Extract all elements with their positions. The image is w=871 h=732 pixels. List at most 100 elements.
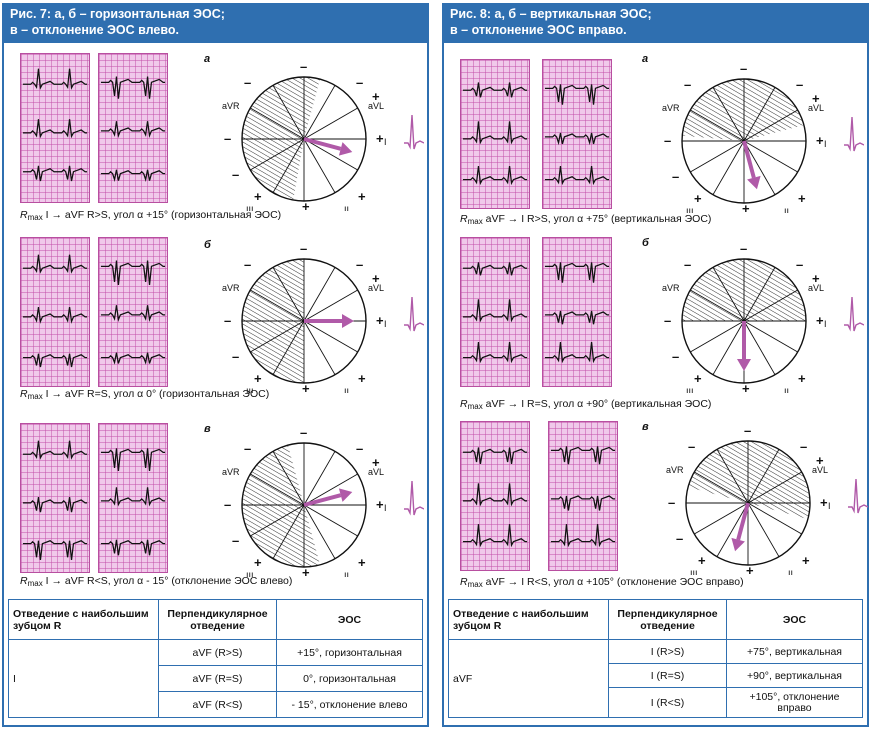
caption-r: R bbox=[460, 213, 468, 225]
lead-label: aVL bbox=[808, 103, 824, 113]
caption-a: Rmax I → aVF R>S, угол α +15° (горизонта… bbox=[20, 209, 281, 222]
table-header-row: Отведение с наибольшим зубцом R Перпенди… bbox=[448, 599, 863, 640]
ecg-waveform bbox=[100, 169, 166, 182]
axis-spoke bbox=[716, 449, 749, 504]
table-row: I (R=S) +90°, вертикальная bbox=[449, 663, 863, 688]
ecg-trace bbox=[100, 260, 166, 365]
axis-arrow-head bbox=[342, 314, 354, 328]
lead-label: II bbox=[788, 569, 793, 575]
subfigure-letter-b: б bbox=[204, 239, 211, 251]
ecg-waveform bbox=[100, 305, 166, 322]
polarity-mark: + bbox=[812, 271, 820, 286]
axis-wheel-a: aVRaVLIIIIIIaVF+–+++––––+ bbox=[214, 61, 424, 211]
axis-arrow-head bbox=[747, 175, 761, 190]
table-header: Отведение с наибольшим зубцом R bbox=[8, 599, 159, 640]
polarity-mark: + bbox=[698, 553, 706, 568]
caption-c: Rmax I → aVF R<S, угол α - 15° (отклонен… bbox=[20, 575, 292, 588]
ecg-strip-limb bbox=[460, 237, 530, 387]
lead-label: II bbox=[344, 205, 349, 211]
caption-text: aVF → I R=S, угол α +90° (вертикальная Э… bbox=[482, 398, 712, 410]
axis-spoke bbox=[747, 449, 780, 504]
caption-r: R bbox=[460, 398, 468, 410]
ecg-trace bbox=[100, 448, 166, 556]
ecg-trace bbox=[462, 82, 528, 186]
lead-label: II bbox=[344, 571, 349, 577]
ecg-waveform bbox=[544, 310, 610, 325]
polarity-mark: – bbox=[232, 349, 239, 364]
polarity-mark: – bbox=[664, 133, 671, 148]
caption-a: Rmax aVF → I R>S, угол α +75° (вертикаль… bbox=[460, 213, 711, 226]
axis-arrow-head bbox=[338, 142, 353, 156]
polarity-mark: – bbox=[676, 531, 683, 546]
ecg-waveform bbox=[462, 121, 528, 145]
polarity-mark: + bbox=[820, 495, 828, 510]
polarity-mark: + bbox=[816, 133, 824, 148]
ecg-waveform bbox=[100, 539, 166, 556]
ecg-strip-augmented bbox=[542, 237, 612, 387]
axis-spoke bbox=[743, 140, 776, 195]
axis-spoke bbox=[250, 473, 305, 506]
caption-b: Rmax aVF → I R=S, угол α +90° (вертикаль… bbox=[460, 398, 711, 411]
axis-wheel-a: aVRaVLIIIIIIaVF+–+++––––+ bbox=[654, 63, 864, 213]
polarity-mark: + bbox=[816, 313, 824, 328]
polarity-mark: + bbox=[694, 191, 702, 206]
axis-spoke bbox=[303, 320, 336, 375]
table-cell: aVF (R<S) bbox=[158, 691, 277, 718]
axis-spoke bbox=[743, 320, 798, 353]
caption-sub: max bbox=[27, 579, 43, 588]
ecg-strip-augmented bbox=[98, 53, 168, 203]
caption-r: R bbox=[20, 209, 28, 221]
axis-spoke bbox=[690, 289, 745, 322]
polarity-mark: – bbox=[688, 439, 695, 454]
lead-label: I bbox=[824, 139, 827, 149]
caption-b: Rmax I → aVF R=S, угол α 0° (горизонталь… bbox=[20, 388, 269, 401]
polarity-mark: + bbox=[302, 565, 310, 577]
polarity-mark: + bbox=[358, 371, 366, 386]
ecg-waveform bbox=[22, 307, 88, 324]
table-cell-lead: I bbox=[8, 639, 159, 718]
axis-spoke bbox=[303, 85, 336, 140]
lead-label: III bbox=[246, 205, 254, 211]
table-cell: +90°, вертикальная bbox=[726, 663, 863, 688]
lead-label: aVR bbox=[666, 465, 684, 475]
polarity-mark: – bbox=[300, 243, 307, 256]
lead-label: aVL bbox=[368, 467, 384, 477]
figure-7-frame: а aVRaVLIIIIIIaVF+–+++––––+ Rmax I → aVF… bbox=[2, 43, 429, 727]
axis-spoke bbox=[272, 85, 305, 140]
ecg-trace bbox=[544, 84, 610, 186]
polarity-mark: – bbox=[744, 425, 751, 438]
summary-table: Отведение с наибольшим зубцом R Перпенди… bbox=[448, 599, 863, 718]
axis-spoke bbox=[747, 471, 802, 504]
polarity-mark: – bbox=[300, 427, 307, 440]
axis-spoke bbox=[303, 267, 336, 322]
polarity-mark: + bbox=[798, 191, 806, 206]
table-cell-lead: aVF bbox=[448, 639, 609, 718]
lead-label: III bbox=[686, 207, 694, 213]
axis-spoke bbox=[694, 471, 749, 504]
ecg-trace bbox=[550, 446, 616, 548]
table-header-row: Отведение с наибольшим зубцом R Перпенди… bbox=[8, 599, 423, 640]
shaded-sector bbox=[241, 76, 321, 201]
figure-8-title-line2: в – отклонение ЭОС вправо. bbox=[450, 23, 627, 37]
axis-spoke bbox=[743, 87, 776, 142]
polarity-mark: + bbox=[816, 453, 824, 468]
lead-label: aVL bbox=[368, 283, 384, 293]
ecg-waveform bbox=[462, 82, 528, 98]
axis-spoke bbox=[250, 320, 305, 353]
lead-label: aVR bbox=[662, 103, 680, 113]
table-cell: I (R=S) bbox=[608, 663, 727, 688]
ecg-waveform bbox=[462, 262, 528, 276]
ecg-waveform bbox=[100, 260, 166, 286]
mini-qrs-complex bbox=[848, 478, 868, 514]
ecg-waveform bbox=[462, 299, 528, 323]
caption-text: I → aVF R=S, угол α 0° (горизонтальная Э… bbox=[42, 388, 270, 400]
ecg-waveform bbox=[22, 119, 88, 139]
ecg-waveform bbox=[544, 342, 610, 364]
ecg-trace bbox=[22, 440, 88, 561]
caption-r: R bbox=[20, 388, 28, 400]
table-cell: I (R>S) bbox=[608, 639, 727, 664]
caption-sub: max bbox=[467, 580, 483, 589]
shaded-sector bbox=[242, 445, 321, 567]
axis-spoke bbox=[694, 502, 749, 535]
axis-wheel-b: aVRaVLIIIIIIaVF+–+++––––+ bbox=[654, 243, 864, 393]
